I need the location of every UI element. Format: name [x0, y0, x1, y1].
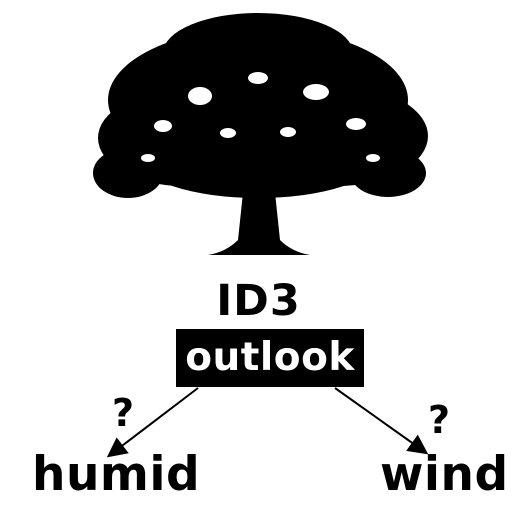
right-child-node: wind — [380, 447, 509, 502]
left-child-node: humid — [32, 447, 201, 502]
left-branch-question: ? — [112, 391, 135, 435]
root-node: outlook — [176, 329, 364, 387]
right-branch-question: ? — [428, 398, 451, 442]
edge-right-arrow — [334, 387, 429, 455]
diagram-title: ID3 — [216, 276, 301, 326]
tree-silhouette-icon — [93, 13, 428, 255]
root-node-label: outlook — [185, 335, 355, 380]
